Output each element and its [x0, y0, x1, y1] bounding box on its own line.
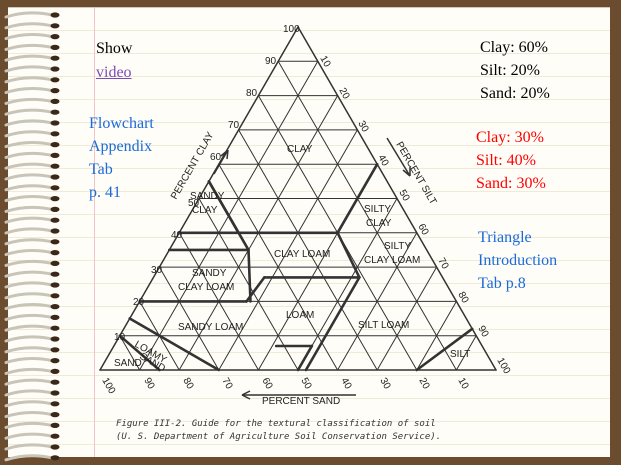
class-boundary	[298, 346, 312, 370]
sand-tick: 100	[99, 376, 117, 396]
region-loam: LOAM	[286, 310, 314, 321]
class-boundary	[306, 277, 359, 370]
clay-tick: 30	[151, 265, 163, 276]
clay-tick: 60	[210, 152, 222, 163]
sand-tick: 90	[141, 376, 156, 392]
clay-tick: 100	[283, 24, 300, 35]
sand-tick: 80	[180, 376, 195, 392]
silt-tick: 100	[494, 356, 512, 376]
silt-tick: 10	[317, 54, 332, 70]
region-clay-loam: CLAY LOAM	[274, 249, 330, 260]
clay-tick: 10	[114, 332, 126, 343]
figure-caption-line1: Figure III-2. Guide for the textural cla…	[116, 419, 436, 429]
class-boundary	[338, 233, 360, 278]
axis-title-sand: PERCENT SAND	[262, 396, 340, 407]
region-silt: SILT	[450, 349, 470, 360]
sand-tick: 20	[416, 376, 431, 392]
region-sandy-clay-line1: SANDY	[190, 191, 225, 202]
sand-axis-ticks: 100 90 80 70 60 50 40 30 20 10	[99, 376, 470, 396]
silt-gridline	[377, 267, 436, 370]
region-sandy-clay-loam-line2: CLAY LOAM	[178, 282, 234, 293]
sand-tick: 60	[259, 376, 274, 392]
sand-tick: 50	[298, 376, 313, 392]
silt-tick: 30	[355, 119, 370, 135]
region-sand: SAND	[114, 358, 142, 369]
region-sandy-clay-line2: CLAY	[192, 205, 218, 216]
region-silty-clay-loam-line2: CLAY LOAM	[364, 255, 420, 266]
region-sandy-loam: SANDY LOAM	[178, 322, 243, 333]
sand-tick: 10	[455, 376, 470, 392]
clay-tick: 20	[133, 297, 145, 308]
figure-caption-line2: (U. S. Department of Agriculture Soil Co…	[116, 432, 441, 442]
region-silty-clay-loam-line1: SILTY	[384, 241, 411, 252]
region-silt-loam: SILT LOAM	[358, 320, 409, 331]
clay-tick: 80	[246, 88, 258, 99]
clay-tick: 40	[171, 230, 183, 241]
sand-tick: 30	[377, 376, 392, 392]
clay-tick: 90	[265, 56, 277, 67]
sand-tick: 70	[219, 376, 234, 392]
clay-tick: 70	[228, 120, 240, 131]
region-silty-clay-line2: CLAY	[366, 218, 392, 229]
silt-tick: 20	[336, 86, 351, 102]
region-silty-clay-line1: SILTY	[364, 204, 391, 215]
sand-tick: 40	[338, 376, 353, 392]
class-boundary	[249, 250, 251, 301]
region-clay: CLAY	[287, 144, 313, 155]
region-sandy-clay-loam-line1: SANDY	[192, 268, 227, 279]
